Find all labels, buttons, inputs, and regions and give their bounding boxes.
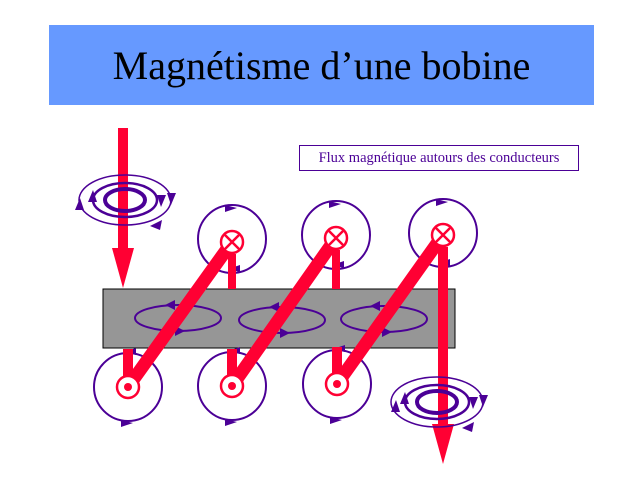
flux-legend-label: Flux magnétique autours des conducteurs: [299, 145, 579, 171]
current-in-arrow: [112, 248, 134, 288]
title-bar: Magnétisme d’une bobine: [49, 25, 594, 105]
current-out-arrow: [432, 424, 454, 464]
current-into-page-symbols: [219, 222, 456, 255]
input-lead-flux-arrows: [75, 190, 176, 230]
coil-wire: [118, 128, 449, 430]
output-lead-flux-arrows: [391, 392, 488, 432]
dot-centers: [124, 380, 341, 391]
core-flux-arrows: [165, 300, 392, 338]
slide-title: Magnétisme d’une bobine: [112, 42, 531, 88]
